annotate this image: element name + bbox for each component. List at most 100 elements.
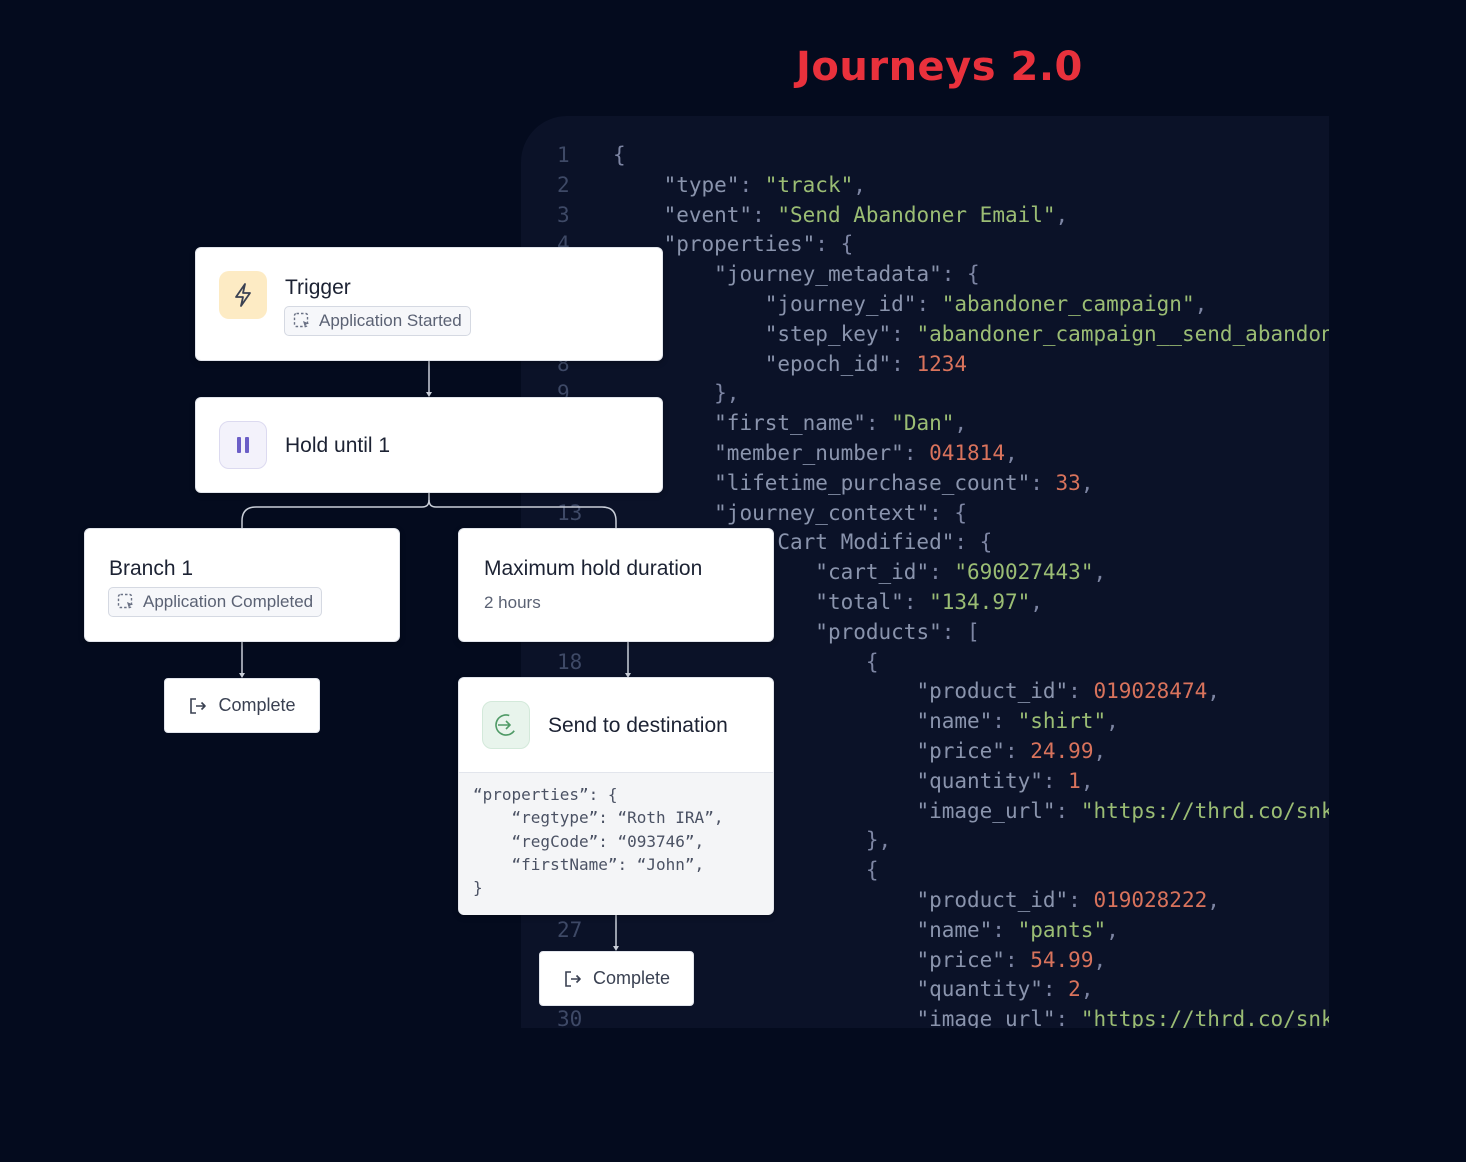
code-text: "journey_context": { [613,498,967,528]
code-text: "cart_id": "690027443", [613,557,1106,587]
code-token: "member_number" [714,441,904,465]
code-token: "lifetime_purchase_count" [714,470,1031,495]
line-number: 18 [557,649,583,674]
code-token: "image_url" [916,1007,1056,1028]
code-token: : [1004,947,1031,972]
code-token: 24.99 [1030,739,1094,763]
code-token: 1234 [916,351,968,376]
code-token: "product_id" [916,679,1069,704]
code-text: "quantity": 1, [613,766,1093,796]
code-text: "quantity": 2, [613,974,1093,1004]
send-destination-card[interactable]: Send to destination “properties”: { “reg… [458,677,774,915]
code-line: 30 "image_url": "https://thrd.co/snks [521,1004,1329,1028]
code-token: : [752,202,778,227]
line-number: 1 [557,143,570,167]
code-token: , [954,411,968,436]
destination-properties: “properties”: { “regtype”: “Roth IRA”, “… [459,772,773,915]
code-token: "type" [663,172,740,197]
code-text: "price": 54.99, [613,945,1106,975]
code-token: , [1030,590,1043,614]
code-token: { [865,858,879,883]
page-title: Journeys 2.0 [796,44,1083,90]
code-token: "shirt" [1017,709,1107,734]
code-token: 2 [1068,977,1081,1002]
code-token: , [1080,768,1094,793]
code-line: 1{ [521,140,1329,170]
code-text: "first_name": "Dan", [613,408,967,438]
code-text: "journey_id": "abandoner_campaign", [613,289,1208,319]
branch-event-chip[interactable]: Application Completed [108,587,323,617]
code-text: "products": [ [613,617,979,647]
code-token: }, [613,381,740,406]
code-token: { [613,143,626,167]
code-text: "product_id": 019028222, [613,885,1220,915]
code-token: "abandoner_campaign__send_abandone [916,321,1329,346]
trigger-card[interactable]: Trigger Application Started [195,247,663,361]
line-number: 13 [557,500,583,525]
code-token: : [903,441,930,465]
code-token: "Send Abandoner Email" [777,202,1056,227]
code-token: : [1042,768,1069,793]
code-line: 21 "price": 24.99, [521,736,1329,766]
complete-button-branch[interactable]: Complete [164,678,320,733]
code-token: 1 [1068,768,1081,793]
branch-card[interactable]: Branch 1 Application Completed [84,528,400,642]
code-token: { [613,649,879,674]
code-token: , [1194,292,1208,316]
prop-line: } [473,878,483,897]
code-token: : { [954,530,993,555]
code-text: "image_url": "https://thrd.co/snks [613,796,1329,826]
code-text: "product_id": 019028474, [613,676,1220,706]
lightning-icon [219,271,267,319]
code-token: "journey_metadata" [714,262,942,287]
code-token: : { [929,500,968,525]
code-token: "price" [916,739,1005,763]
code-line: 14 "Cart Modified": { [521,527,1329,557]
code-token: , [1106,917,1119,942]
code-token: "product_id" [916,888,1069,912]
code-token: : [1004,739,1031,763]
code-text: { [613,140,626,170]
trigger-event-chip[interactable]: Application Started [284,306,471,336]
code-text: "image_url": "https://thrd.co/snks [613,1004,1329,1028]
max-hold-title: Maximum hold duration [484,557,703,580]
code-text: "type": "track", [613,170,866,200]
code-line: 11 "member_number": 041814, [521,438,1329,468]
code-token: "price" [916,947,1005,972]
max-hold-duration: 2 hours [484,593,541,612]
code-token: "first_name" [714,411,866,436]
code-text: "Cart Modified": { [613,527,993,557]
code-token: "quantity" [916,768,1043,793]
code-line: 18 { [521,647,1329,677]
code-token: : [903,590,930,614]
code-line: 13 "journey_context": { [521,498,1329,528]
code-text: { [613,855,879,885]
code-token: , [1106,709,1119,734]
arrow-enter-icon [482,701,530,749]
prop-line: “regCode”: “093746”, [473,832,705,851]
code-token: "690027443" [954,560,1094,585]
code-text: { [613,647,879,677]
code-token: 019028474 [1093,679,1208,704]
code-line: 12 "lifetime_purchase_count": 33, [521,468,1329,498]
code-token: , [1207,888,1220,912]
code-token: , [1207,679,1220,704]
line-number: 2 [557,172,570,197]
code-token: : [1055,1007,1081,1028]
code-token: : [992,709,1018,734]
code-token: 019028222 [1093,888,1208,912]
code-token: "properties" [663,232,816,257]
code-token: "quantity" [916,977,1043,1002]
code-token: , [1093,560,1107,585]
code-text: "properties": { [613,229,854,259]
code-text: }, [613,378,739,408]
code-token: "pants" [1017,917,1107,942]
hold-card[interactable]: Hold until 1 [195,397,663,493]
cursor-select-icon [117,593,133,609]
max-hold-card[interactable]: Maximum hold duration 2 hours [458,528,774,642]
code-text: "member_number": 041814, [613,438,1017,468]
code-token: : [891,321,917,346]
code-token: "134.97" [929,590,1031,614]
complete-button-send[interactable]: Complete [539,951,694,1006]
